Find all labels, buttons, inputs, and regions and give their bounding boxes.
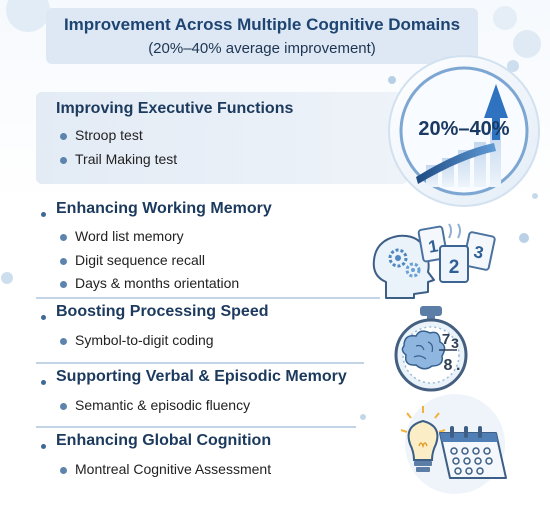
bullet-icon (60, 258, 67, 265)
divider (36, 362, 364, 364)
fraction-numerator-second: 3 (451, 335, 459, 351)
digit-card-label: 3 (472, 242, 485, 263)
list-item: Trail Making test (75, 151, 178, 167)
lightbulb-icon (400, 406, 446, 472)
heading-bullet-icon (41, 444, 46, 449)
bullet-icon (60, 133, 67, 140)
list-item: Stroop test (75, 127, 143, 143)
fraction-period: . (456, 357, 460, 374)
digit-card-label: 1 (427, 236, 440, 256)
up-arrow-icon (484, 84, 508, 140)
bullet-icon (60, 234, 67, 241)
bullet-icon (60, 157, 67, 164)
domain-heading-processing-speed: Boosting Processing Speed (56, 303, 269, 320)
calendar-icon (439, 426, 507, 479)
bullet-icon (60, 467, 67, 474)
page-title: Improvement Across Multiple Cognitive Do… (63, 15, 461, 34)
executive-functions-panel (36, 92, 408, 184)
list-item: Days & months orientation (75, 275, 240, 291)
divider (36, 426, 356, 428)
heading-bullet-icon (41, 315, 46, 320)
domain-heading-executive: Improving Executive Functions (56, 100, 294, 117)
list-item: Symbol-to-digit coding (75, 332, 214, 348)
domain-heading-global-cognition: Enhancing Global Cognition (56, 432, 272, 449)
bullet-icon (60, 338, 67, 345)
heading-bullet-icon (41, 212, 46, 217)
page-subtitle: (20%–40% average improvement) (148, 40, 376, 57)
digit-card-label: 2 (449, 257, 460, 278)
bullet-icon (60, 281, 67, 288)
bullet-icon (60, 403, 67, 410)
list-item: Word list memory (75, 228, 184, 244)
domain-heading-verbal-episodic: Supporting Verbal & Episodic Memory (56, 368, 347, 385)
improvement-percent: 20%–40% (418, 118, 510, 140)
list-item: Digit sequence recall (75, 252, 205, 268)
header-panel: Improvement Across Multiple Cognitive Do… (46, 8, 478, 64)
list-item: Semantic & episodic fluency (75, 397, 251, 413)
fraction-denominator: 8 (444, 357, 453, 374)
list-item: Montreal Cognitive Assessment (75, 461, 272, 477)
divider (36, 297, 380, 299)
fraction-numerator: 7 (442, 331, 450, 348)
heading-bullet-icon (41, 380, 46, 385)
domain-heading-working-memory: Enhancing Working Memory (56, 200, 272, 217)
